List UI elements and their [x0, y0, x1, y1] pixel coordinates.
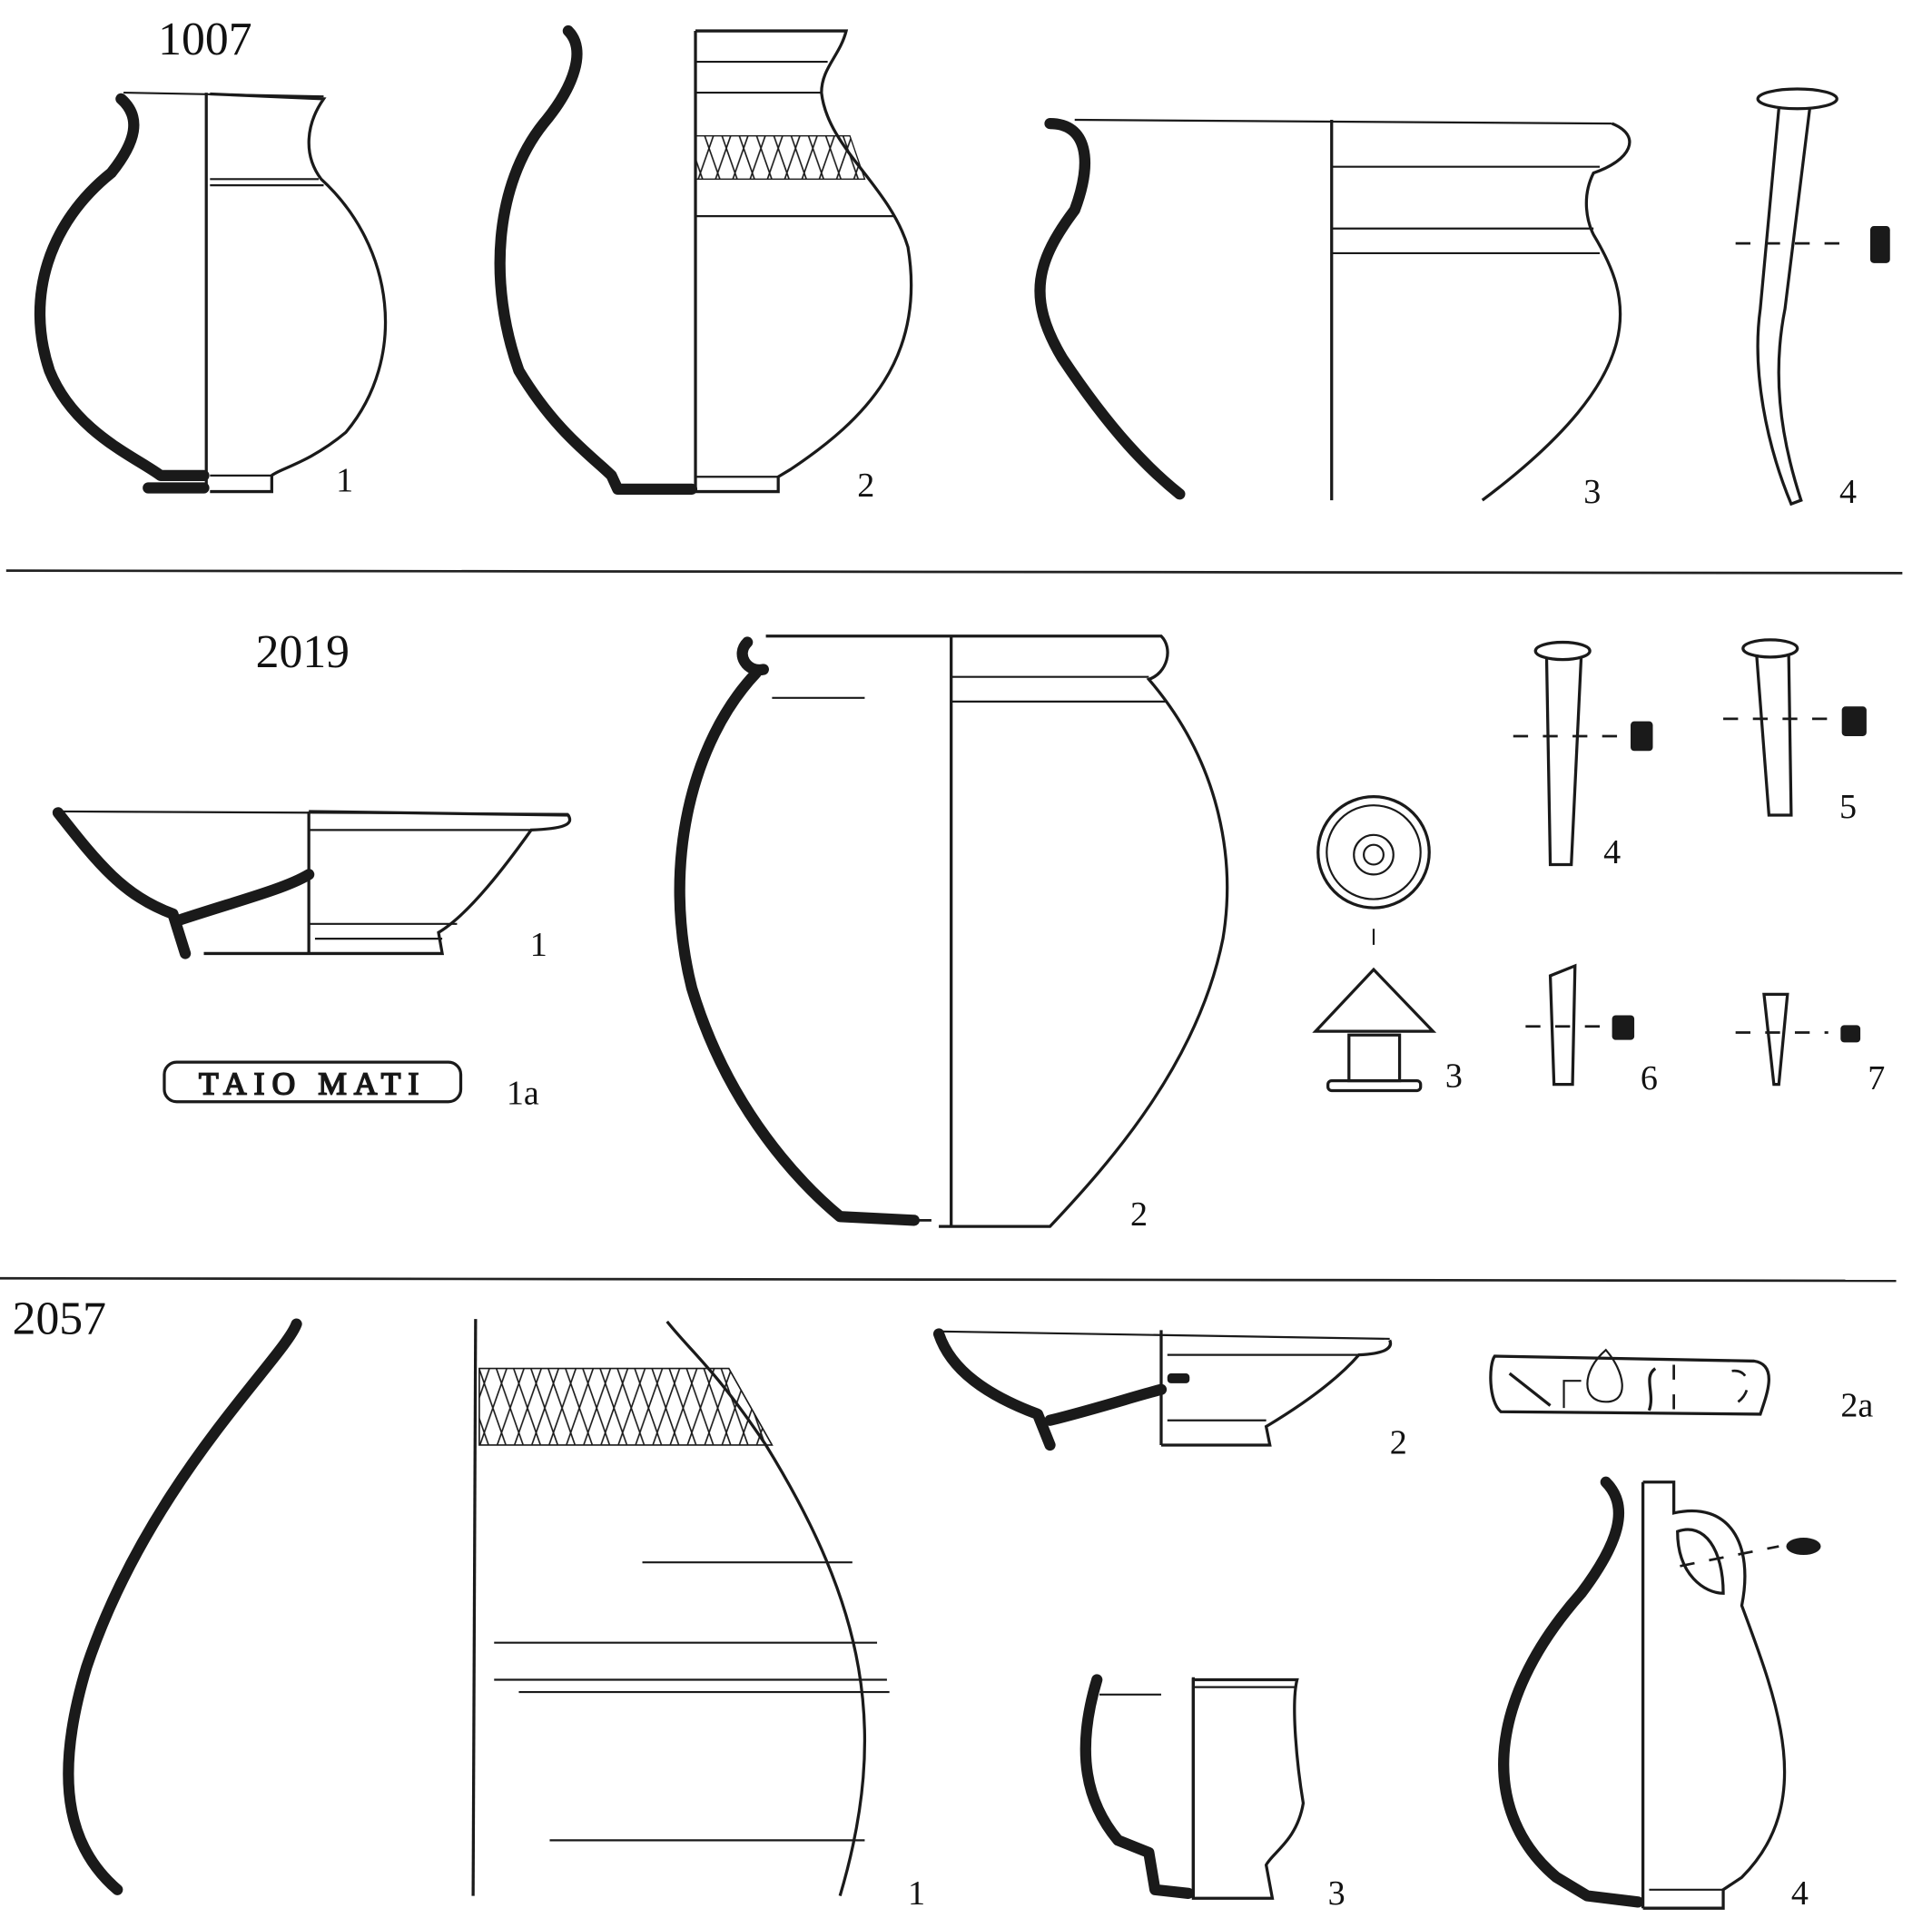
stamp-2019-1a: TAIO MATI — [163, 1060, 463, 1104]
nail-2019-5 — [1723, 638, 1867, 817]
nail-2019-6 — [1525, 963, 1635, 1087]
figure-number: 3 — [1445, 1057, 1463, 1095]
figure-number: 6 — [1641, 1059, 1658, 1097]
nail-2019-4 — [1513, 640, 1653, 867]
lid-2019-3 — [1312, 795, 1437, 1093]
stamp-2057-2a — [1489, 1348, 1770, 1416]
figure-number: 2 — [1130, 1195, 1148, 1234]
section-label-2019: 2019 — [256, 626, 350, 678]
figure-number: 2a — [1840, 1387, 1873, 1425]
figure-number: 4 — [1791, 1874, 1809, 1913]
vessel-2019-2 — [674, 634, 1229, 1228]
figure-number: 4 — [1603, 833, 1621, 871]
figure-number: 3 — [1328, 1874, 1346, 1913]
jug-2057-4 — [1498, 1476, 1821, 1910]
section-divider — [0, 1276, 1897, 1283]
vessel-1007-3 — [1034, 117, 1631, 502]
section-divider — [5, 569, 1903, 575]
vessel-1007-1 — [34, 91, 388, 494]
cup-2057-3 — [1079, 1674, 1306, 1900]
vessel-2057-1 — [63, 1318, 890, 1897]
bowl-2057-2 — [932, 1328, 1393, 1451]
figure-number: 1 — [530, 926, 547, 964]
section-label-2057: 2057 — [13, 1294, 106, 1345]
figure-number: 1a — [507, 1074, 539, 1112]
figure-number: 4 — [1839, 473, 1857, 511]
stamp-lettering: TAIO MATI — [199, 1066, 426, 1102]
figure-number: 3 — [1583, 473, 1601, 511]
figure-number: 5 — [1839, 788, 1857, 826]
nail-1007-4 — [1735, 87, 1890, 507]
figure-number: 2 — [857, 467, 874, 505]
bowl-2019-1 — [52, 807, 572, 959]
figure-number: 1 — [908, 1874, 925, 1913]
figure-number: 2 — [1390, 1423, 1407, 1461]
nail-2019-7 — [1735, 992, 1861, 1087]
figure-number: 1 — [336, 462, 353, 500]
vessel-1007-2 — [494, 25, 913, 495]
figure-number: 7 — [1868, 1059, 1885, 1097]
section-label-1007: 1007 — [158, 14, 251, 65]
